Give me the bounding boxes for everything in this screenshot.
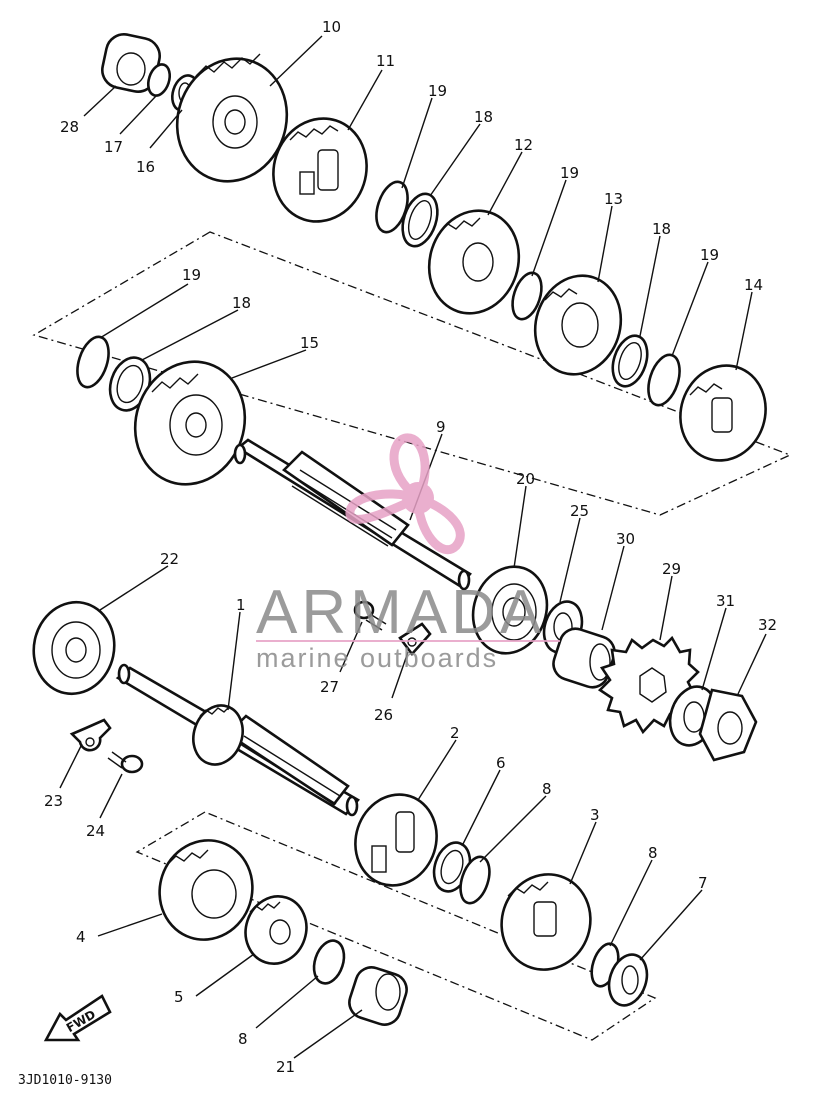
part-19-circlip-left <box>76 335 110 389</box>
part-13-gear <box>533 274 623 376</box>
part-27-screw <box>353 600 387 631</box>
callout-5: 5 <box>174 988 184 1006</box>
drawing-code: 3JD1010-9130 <box>18 1073 112 1088</box>
fwd-arrow-icon: FWD <box>43 994 112 1042</box>
part-5-gear <box>244 895 308 965</box>
callout-28: 28 <box>60 118 79 136</box>
callout-9: 9 <box>436 418 446 436</box>
callout-24: 24 <box>86 822 105 840</box>
callout-18: 18 <box>474 108 493 126</box>
part-4-gear <box>158 839 254 941</box>
armada-propeller-logo <box>345 433 465 555</box>
callout-1: 1 <box>236 596 246 614</box>
callout-3: 3 <box>590 806 600 824</box>
part-18-washer-upper-b <box>611 334 649 388</box>
callout-18: 18 <box>232 294 251 312</box>
callout-30: 30 <box>616 530 635 548</box>
part-32-nut <box>698 688 758 762</box>
lower-assembly-outline <box>135 811 657 1041</box>
callout-21: 21 <box>276 1058 295 1076</box>
watermark-brand: ARMADA <box>256 578 545 647</box>
part-8-circlip-c <box>312 939 346 985</box>
callout-11: 11 <box>376 52 395 70</box>
callout-22: 22 <box>160 550 179 568</box>
part-22-bearing <box>32 600 116 696</box>
callout-19: 19 <box>428 82 447 100</box>
callout-14: 14 <box>744 276 763 294</box>
callout-6: 6 <box>496 754 506 772</box>
callout-labels: 10 11 19 18 12 19 13 18 19 14 19 18 15 2… <box>44 18 777 1076</box>
part-15-gear <box>133 360 247 486</box>
callout-19: 19 <box>182 266 201 284</box>
callout-31: 31 <box>716 592 735 610</box>
callout-32: 32 <box>758 616 777 634</box>
callout-26: 26 <box>374 706 393 724</box>
part-8-circlip-a <box>459 855 491 905</box>
part-14-gear <box>679 364 767 462</box>
part-28-bearing <box>101 33 161 93</box>
callout-8: 8 <box>648 844 658 862</box>
part-11-gear <box>272 117 368 223</box>
callout-20: 20 <box>516 470 535 488</box>
part-3-gear <box>500 873 592 971</box>
callout-8: 8 <box>542 780 552 798</box>
part-21-bearing <box>348 966 408 1026</box>
part-7-lock-washer <box>607 953 649 1007</box>
part-20-bearing <box>471 565 549 655</box>
callout-25: 25 <box>570 502 589 520</box>
part-19-circlip-upper-c <box>647 353 681 407</box>
callout-2: 2 <box>450 724 460 742</box>
callout-13: 13 <box>604 190 623 208</box>
watermark: ARMADA marine outboards <box>256 433 560 673</box>
part-18-washer-upper-a <box>401 192 439 248</box>
callout-17: 17 <box>104 138 123 156</box>
watermark-tagline: marine outboards <box>256 643 498 673</box>
part-2-gear <box>354 793 438 887</box>
callout-10: 10 <box>322 18 341 36</box>
callout-12: 12 <box>514 136 533 154</box>
callout-19: 19 <box>560 164 579 182</box>
upper-assembly-outline <box>32 231 792 516</box>
callout-27: 27 <box>320 678 339 696</box>
part-23-bracket <box>69 718 112 752</box>
part-17-circlip <box>146 63 172 97</box>
leader-lines <box>59 35 767 1059</box>
callout-29: 29 <box>662 560 681 578</box>
part-10-gear <box>175 53 289 183</box>
callout-8: 8 <box>238 1030 248 1048</box>
callout-18: 18 <box>652 220 671 238</box>
callout-15: 15 <box>300 334 319 352</box>
part-24-screw <box>107 751 144 774</box>
callout-16: 16 <box>136 158 155 176</box>
callout-19: 19 <box>700 246 719 264</box>
callout-23: 23 <box>44 792 63 810</box>
part-1-main-axle-gear <box>192 704 244 766</box>
callout-4: 4 <box>76 928 86 946</box>
callout-7: 7 <box>698 874 708 892</box>
part-30-spacer <box>552 627 616 689</box>
part-19-circlip-upper-b <box>511 271 543 321</box>
